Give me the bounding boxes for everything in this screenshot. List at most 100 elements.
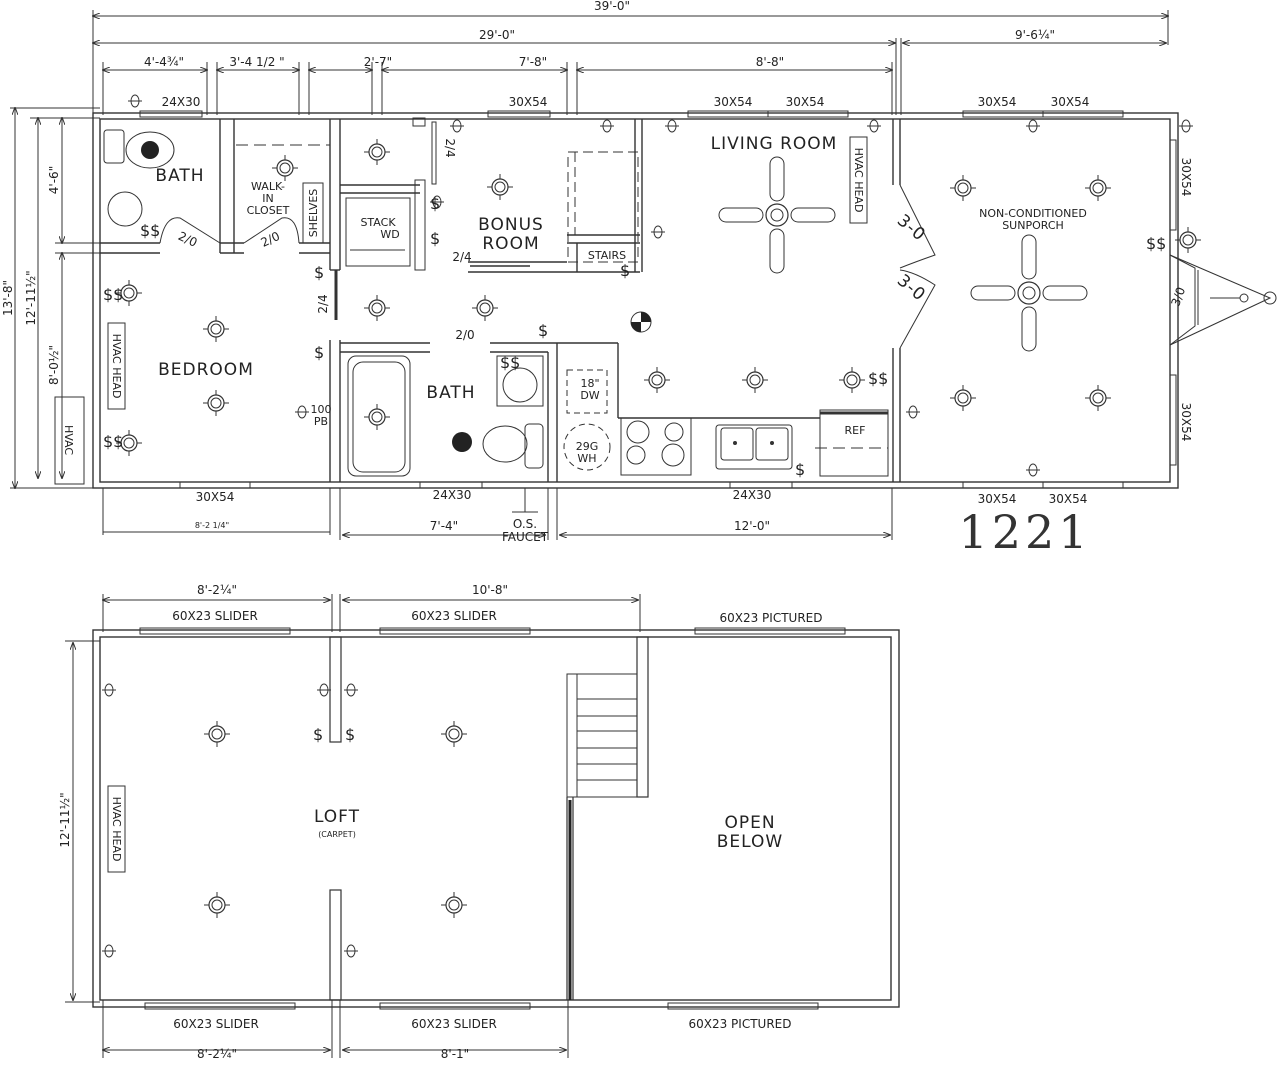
door-label: 2/4	[443, 138, 457, 157]
loft-window-label: 60X23 PICTURED	[688, 1017, 791, 1031]
window-label: 30X54	[509, 95, 548, 109]
loft-dimension-lines	[65, 594, 641, 1058]
window-label: 30X54	[1049, 492, 1088, 506]
hvac-head-living	[849, 136, 868, 224]
stairs-label: STAIRS	[588, 249, 626, 262]
door-label: 2/4	[316, 294, 330, 313]
main-body-dimension: 29'-0"	[479, 28, 515, 42]
window-label: 30X54	[786, 95, 825, 109]
hvac-unit	[54, 396, 85, 485]
svg-text:$: $	[314, 263, 324, 282]
overall-width-dimension: 13'-8"	[1, 280, 15, 316]
room-label-bonus-1: BONUS	[478, 215, 544, 235]
svg-text:$$: $$	[868, 369, 888, 388]
loft-top-dimension-2: 10'-8"	[472, 583, 508, 597]
window-label: 30X54	[1179, 403, 1193, 442]
water-heater-label-1: 29G	[576, 440, 599, 453]
room-label-closet-3: CLOSET	[247, 204, 290, 217]
hvac-head-bedroom-label: HVAC HEAD	[110, 334, 123, 399]
bedroom-depth-dimension: 8'-0½"	[47, 345, 61, 385]
room-label-bonus-2: ROOM	[482, 234, 539, 254]
door-label: 2/0	[455, 328, 474, 342]
bedroom-length-dimension: 8'-2 1/4"	[195, 521, 229, 530]
overall-length-dimension: 39'-0"	[594, 0, 630, 13]
light-switches: $$ $$ $$ $ $ $ $ $ $$ $ $ $$ $$	[103, 194, 1166, 479]
window-label: 30X54	[714, 95, 753, 109]
svg-text:$: $	[538, 321, 548, 340]
bonus-width-dimension: 7'-8"	[519, 55, 547, 69]
hvac-head-loft-label: HVAC HEAD	[110, 797, 123, 862]
loft-bottom-dimension-1: 8'-2¼"	[197, 1047, 237, 1061]
faucet-label-line1: O.S.	[513, 517, 537, 531]
svg-text:$$: $$	[500, 353, 520, 372]
loft-top-dimension-1: 8'-2¼"	[197, 583, 237, 597]
room-label-bedroom: BEDROOM	[158, 360, 254, 380]
stack-wd-label-1: STACK	[360, 216, 396, 229]
loft-window-label: 60X23 PICTURED	[719, 611, 822, 625]
faucet-label-line2: FAUCET	[502, 530, 549, 544]
room-label-open-below-2: BELOW	[717, 832, 783, 852]
door-label: 3-0	[893, 271, 929, 306]
window-label: 30X54	[978, 492, 1017, 506]
loft-window-label: 60X23 SLIDER	[173, 1017, 259, 1031]
room-label-sunporch-2: SUNPORCH	[1002, 219, 1064, 232]
svg-text:$$: $$	[1146, 234, 1166, 253]
svg-text:$: $	[430, 194, 440, 213]
laundry-width-dimension: 2'-7"	[364, 55, 392, 69]
shelves-label: SHELVES	[307, 189, 320, 238]
bath1-fixtures	[103, 129, 472, 452]
sunporch-dimension: 9'-6¼"	[1015, 28, 1055, 42]
loft-bottom-dimension-2: 8'-1"	[441, 1047, 469, 1061]
pb-label-2: PB	[314, 415, 328, 428]
room-label-closet-1: WALK-	[251, 180, 285, 193]
room-label-closet-2: IN	[262, 192, 273, 205]
model-number: 1221	[958, 505, 1091, 559]
window-label: 30X54	[1051, 95, 1090, 109]
loft-switches: $ $	[313, 725, 355, 744]
pb-label-1: 100	[311, 403, 332, 416]
top-dimension-lines	[93, 10, 1168, 115]
living-width-dimension: 8'-8"	[756, 55, 784, 69]
hvac-head-living-label: HVAC HEAD	[852, 148, 865, 213]
room-label-loft: LOFT	[314, 807, 360, 827]
svg-text:$: $	[313, 725, 323, 744]
door-swings	[159, 184, 1277, 349]
dishwasher-label-2: DW	[580, 389, 599, 402]
main-floor-walls	[92, 112, 1179, 489]
bath-depth-dimension: 4'-6"	[47, 166, 61, 194]
closet-width-dimension: 3'-4 1/2 "	[229, 55, 284, 69]
room-label-living: LIVING ROOM	[711, 134, 838, 154]
room-label-bath: BATH	[155, 166, 204, 186]
refrigerator-label: REF	[845, 424, 866, 437]
ceiling-fan-icon	[718, 156, 836, 274]
svg-text:$$: $$	[140, 221, 160, 240]
window-label: 30X54	[1179, 158, 1193, 197]
door-label: 3/0	[1168, 285, 1188, 308]
room-label-sunporch-1: NON-CONDITIONED	[979, 207, 1087, 220]
svg-text:$: $	[314, 343, 324, 362]
door-label: 2/0	[259, 229, 282, 250]
door-label: 2/4	[452, 250, 471, 264]
loft-window-label: 60X23 SLIDER	[172, 609, 258, 623]
exhaust-fan-icon	[630, 311, 652, 333]
loft-staircase	[566, 673, 637, 798]
svg-text:$: $	[345, 725, 355, 744]
stack-wd-label-2: WD	[380, 228, 399, 241]
loft-window-label: 60X23 SLIDER	[411, 609, 497, 623]
kitchen-length-dimension: 12'-0"	[734, 519, 770, 533]
door-label: 3-0	[893, 211, 929, 246]
inner-width-dimension: 12'-11½"	[24, 270, 38, 325]
svg-text:$$: $$	[103, 432, 123, 451]
window-label: 30X54	[978, 95, 1017, 109]
hvac-head-loft	[107, 785, 126, 873]
svg-text:$: $	[430, 229, 440, 248]
window-label: 24X30	[162, 95, 201, 109]
bottom-dimension-lines	[102, 488, 893, 540]
outlets	[127, 94, 1194, 477]
bath-length-dimension: 7'-4"	[430, 519, 458, 533]
window-label: 24X30	[733, 488, 772, 502]
loft-width-dimension: 12'-11½"	[58, 792, 72, 847]
hvac-head-bedroom	[107, 322, 126, 410]
ceiling-fan-icon	[970, 234, 1088, 352]
